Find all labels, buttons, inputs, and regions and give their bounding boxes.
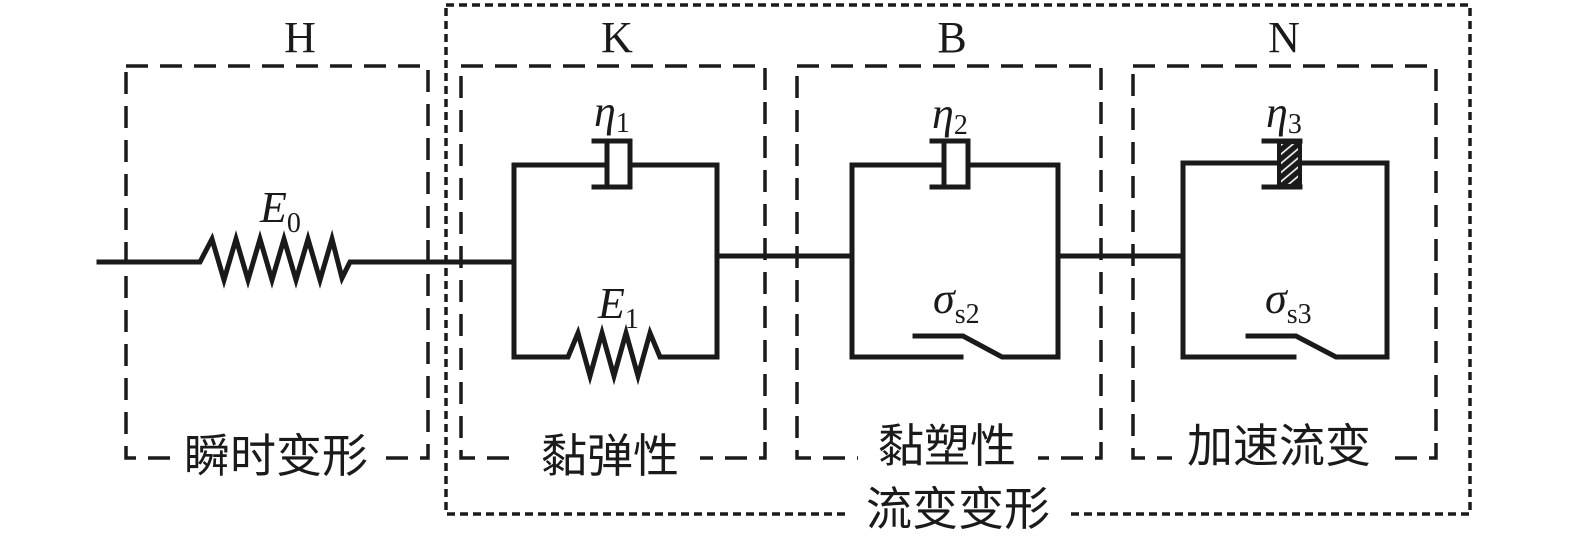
label-sigma-s3: σs3 (1265, 274, 1312, 330)
label-eta3: η3 (1266, 88, 1302, 140)
spring-e0 (96, 229, 515, 289)
group-n-box (1131, 64, 1438, 460)
rheological-deformation-label: 流变变形 (866, 482, 1050, 536)
group-k-letter: K (601, 13, 633, 62)
friction-slider-s3 (1180, 333, 1390, 360)
group-h-label: 瞬时变形 (184, 429, 368, 483)
group-b-box (795, 64, 1103, 460)
group-b-letter: B (937, 13, 966, 62)
label-eta1: η1 (594, 87, 630, 139)
label-e1: E1 (597, 279, 639, 335)
group-b-label: 黏塑性 (878, 419, 1016, 473)
spring-e1 (511, 323, 720, 386)
kelvin-element (511, 138, 855, 386)
group-n-letter: N (1268, 13, 1300, 62)
label-e0: E0 (259, 183, 301, 239)
group-h-letter: H (284, 13, 316, 62)
friction-slider-s2 (849, 333, 1061, 360)
nonlinear-element (1180, 138, 1390, 360)
label-sigma-s2: σs2 (933, 274, 980, 330)
label-eta2: η2 (932, 89, 968, 141)
nonlinear-dashpot-eta3 (1261, 138, 1303, 190)
bingham-element (849, 138, 1186, 360)
dashpot-eta2 (929, 138, 971, 190)
group-n-label: 加速流变 (1187, 419, 1371, 473)
dashpot-eta1 (591, 138, 633, 190)
group-k-label: 黏弹性 (541, 429, 679, 483)
